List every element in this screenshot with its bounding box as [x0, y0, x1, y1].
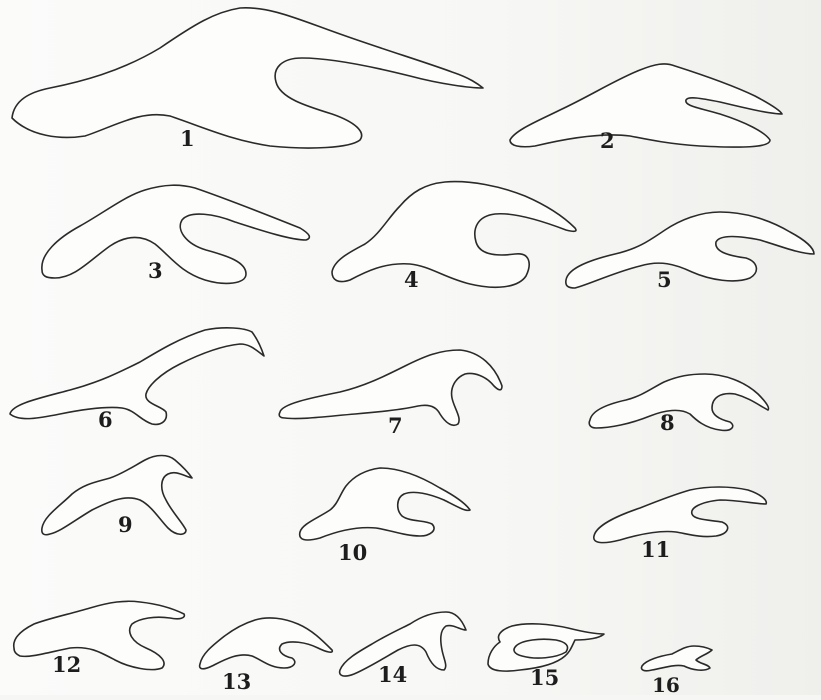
figure-16: 16 — [641, 646, 712, 695]
figure-6: 6 — [10, 328, 264, 432]
figure-15: 15 — [488, 624, 604, 690]
figure-9: 9 — [42, 456, 192, 538]
figure-3-number: 3 — [148, 258, 163, 283]
figure-2-number: 2 — [600, 128, 615, 153]
figure-6-outline — [10, 328, 264, 425]
figure-6-number: 6 — [98, 407, 113, 432]
figure-11-outline — [594, 487, 767, 543]
figure-7-number: 7 — [388, 413, 403, 438]
figure-5-number: 5 — [657, 267, 672, 292]
figure-4-number: 4 — [404, 267, 419, 292]
figure-1-number: 1 — [180, 126, 195, 151]
figure-5: 5 — [566, 212, 814, 292]
figure-11: 11 — [594, 487, 767, 562]
figure-8-number: 8 — [660, 410, 675, 435]
figure-15-number: 15 — [530, 665, 559, 690]
figure-1: 1 — [12, 8, 483, 151]
figure-13: 13 — [200, 618, 333, 694]
figure-2-outline — [510, 64, 782, 147]
figure-16-number: 16 — [652, 673, 680, 695]
figure-15-inner-outline — [514, 639, 568, 658]
figure-3: 3 — [42, 185, 310, 283]
figure-10-number: 10 — [338, 540, 367, 565]
figure-9-outline — [42, 456, 192, 535]
figure-3-outline — [42, 185, 310, 283]
figure-14: 14 — [340, 612, 466, 687]
figure-13-outline — [200, 618, 333, 669]
figure-12-outline — [14, 601, 185, 669]
figure-10-outline — [300, 468, 470, 540]
figure-13-number: 13 — [222, 669, 251, 694]
figure-12: 12 — [14, 601, 185, 677]
figure-14-number: 14 — [378, 662, 407, 687]
figure-4: 4 — [332, 182, 576, 292]
figure-8: 8 — [589, 374, 768, 435]
figure-10: 10 — [300, 468, 470, 565]
figure-2: 2 — [510, 64, 782, 153]
figure-8-outline — [589, 374, 768, 430]
figure-9-number: 9 — [118, 512, 133, 537]
figure-5-outline — [566, 212, 814, 288]
figure-16-outline — [641, 646, 712, 671]
figure-11-number: 11 — [641, 537, 670, 562]
figure-12-number: 12 — [52, 652, 81, 677]
figure-1-outline — [12, 8, 483, 148]
figure-4-outline — [332, 182, 576, 288]
figure-7: 7 — [279, 350, 502, 438]
